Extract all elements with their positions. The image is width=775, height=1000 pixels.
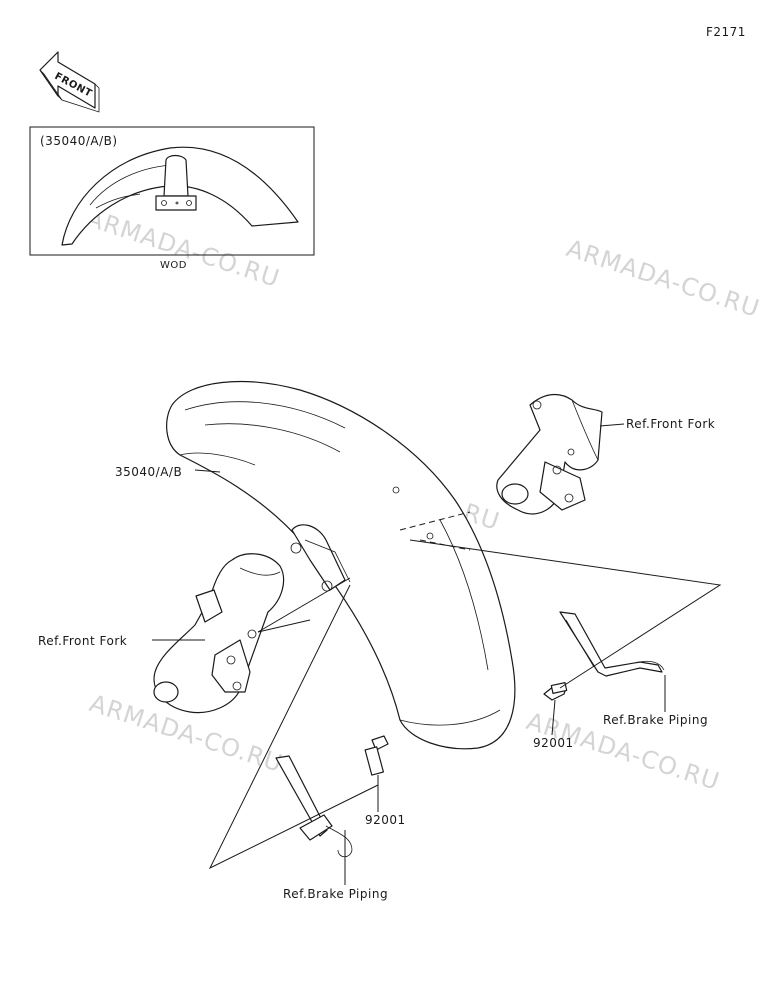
brake-piping-clamp-right: [559, 611, 665, 677]
leader-lines: [152, 423, 722, 885]
inset-part-label: (35040/A/B): [40, 134, 118, 148]
diagram-code: F2171: [706, 25, 746, 39]
brake-piping-clamp-left: [275, 755, 353, 858]
fender-callout: 35040/A/B: [115, 465, 182, 479]
bolt-left-callout: 92001: [365, 813, 406, 827]
left-front-fork: [153, 553, 285, 714]
brake-piping-left-callout: Ref.Brake Piping: [283, 887, 388, 901]
brake-piping-right-callout: Ref.Brake Piping: [603, 713, 708, 727]
front-fender: [166, 381, 516, 750]
inset-fender: [61, 146, 299, 246]
bolt-left-icon: [364, 735, 389, 776]
inset-box: (35040/A/B) WOD: [29, 126, 315, 271]
front-fork-left-callout: Ref.Front Fork: [38, 634, 127, 648]
inset-caption: WOD: [160, 260, 187, 271]
right-front-fork: [496, 394, 603, 515]
front-arrow-icon: FRONT: [39, 51, 100, 113]
bolt-right-icon: [543, 682, 568, 701]
watermark-2: ARMADA-CO.RU: [563, 234, 763, 323]
front-fork-right-callout: Ref.Front Fork: [626, 417, 715, 431]
bolt-right-callout: 92001: [533, 736, 574, 750]
